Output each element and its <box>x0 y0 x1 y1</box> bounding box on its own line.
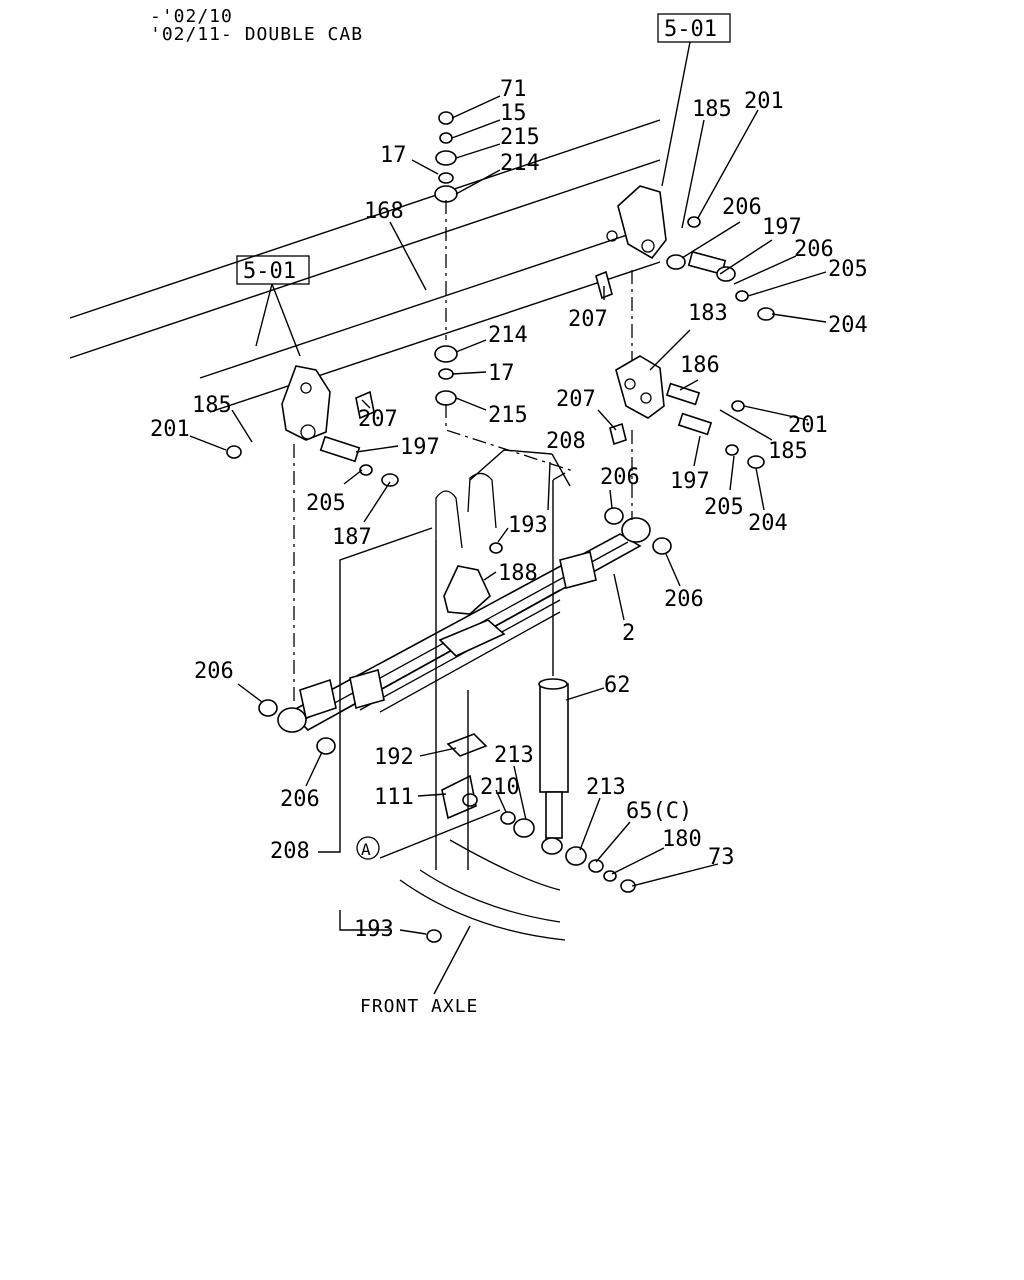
part-label[interactable]: 201 <box>744 89 784 114</box>
part-label[interactable]: 206 <box>600 465 640 490</box>
part-label[interactable]: 73 <box>708 845 735 870</box>
header-line1: -'02/10 <box>150 6 233 27</box>
part-label[interactable]: 185 <box>768 439 808 464</box>
front-hanger-bracket <box>281 365 331 441</box>
part-label[interactable]: 210 <box>480 775 520 800</box>
part-label[interactable]: 201 <box>150 417 190 442</box>
part-label[interactable]: 204 <box>828 313 868 338</box>
part-label[interactable]: 206 <box>794 237 834 262</box>
part-label[interactable]: 214 <box>488 323 528 348</box>
leaf-spring <box>277 517 651 733</box>
part-label[interactable]: 205 <box>306 491 346 516</box>
part-label[interactable]: 17 <box>380 143 407 168</box>
shackle-assembly <box>615 355 665 419</box>
front-axle-arc <box>399 839 566 941</box>
part-label[interactable]: 187 <box>332 525 372 550</box>
part-label[interactable]: 207 <box>556 387 596 412</box>
part-label[interactable]: 192 <box>374 745 414 770</box>
ref-left-text: 5-01 <box>243 259 296 284</box>
part-label[interactable]: 111 <box>374 785 414 810</box>
part-label[interactable]: 2 <box>622 621 635 646</box>
part-label[interactable]: 215 <box>500 125 540 150</box>
part-label[interactable]: 168 <box>364 199 404 224</box>
part-label[interactable]: 188 <box>498 561 538 586</box>
ref-top-right-text: 5-01 <box>664 17 717 42</box>
part-label[interactable]: 206 <box>722 195 762 220</box>
part-label[interactable]: 206 <box>664 587 704 612</box>
bump-stopper <box>443 565 491 615</box>
part-label[interactable]: 213 <box>586 775 626 800</box>
part-label[interactable]: 71 <box>500 77 527 102</box>
header-line2: '02/11- DOUBLE CAB <box>150 24 363 45</box>
part-label[interactable]: 62 <box>604 673 631 698</box>
part-label[interactable]: 215 <box>488 403 528 428</box>
part-label[interactable]: 185 <box>192 393 232 418</box>
part-label[interactable]: 205 <box>704 495 744 520</box>
part-label[interactable]: 185 <box>692 97 732 122</box>
part-label[interactable]: 206 <box>280 787 320 812</box>
part-label[interactable]: 204 <box>748 511 788 536</box>
part-label[interactable]: 213 <box>494 743 534 768</box>
rear-hanger-bracket <box>606 185 667 260</box>
part-label[interactable]: 206 <box>194 659 234 684</box>
leader-lines <box>189 95 827 995</box>
part-label[interactable]: 193 <box>354 917 394 942</box>
callout-circle-a[interactable]: A <box>356 836 380 860</box>
part-label[interactable]: 208 <box>546 429 586 454</box>
part-label[interactable]: 180 <box>662 827 702 852</box>
part-label[interactable]: 17 <box>488 361 515 386</box>
part-label[interactable]: 186 <box>680 353 720 378</box>
frame-rails <box>69 119 661 413</box>
front-axle-label: FRONT AXLE <box>360 996 478 1017</box>
part-label[interactable]: 197 <box>670 469 710 494</box>
part-label[interactable]: 197 <box>762 215 802 240</box>
callout-a-text: A <box>361 840 371 859</box>
part-label[interactable]: 193 <box>508 513 548 538</box>
small-parts <box>226 111 775 943</box>
part-label[interactable]: 65(C) <box>626 799 692 824</box>
ref-box-left[interactable]: 5-01 <box>236 255 310 357</box>
part-labels: 71 15 215 17 214 168 214 17 215 185 201 … <box>150 77 868 942</box>
u-bolts <box>435 472 497 549</box>
part-label[interactable]: 197 <box>400 435 440 460</box>
shock-absorber <box>538 480 569 855</box>
part-label[interactable]: 208 <box>270 839 310 864</box>
part-label[interactable]: 214 <box>500 151 540 176</box>
part-label[interactable]: 205 <box>828 257 868 282</box>
part-label[interactable]: 201 <box>788 413 828 438</box>
part-label[interactable]: 207 <box>568 307 608 332</box>
part-label[interactable]: 183 <box>688 301 728 326</box>
part-label[interactable]: 207 <box>358 407 398 432</box>
part-label[interactable]: 15 <box>500 101 527 126</box>
ref-box-top-right[interactable]: 5-01 <box>657 13 731 187</box>
